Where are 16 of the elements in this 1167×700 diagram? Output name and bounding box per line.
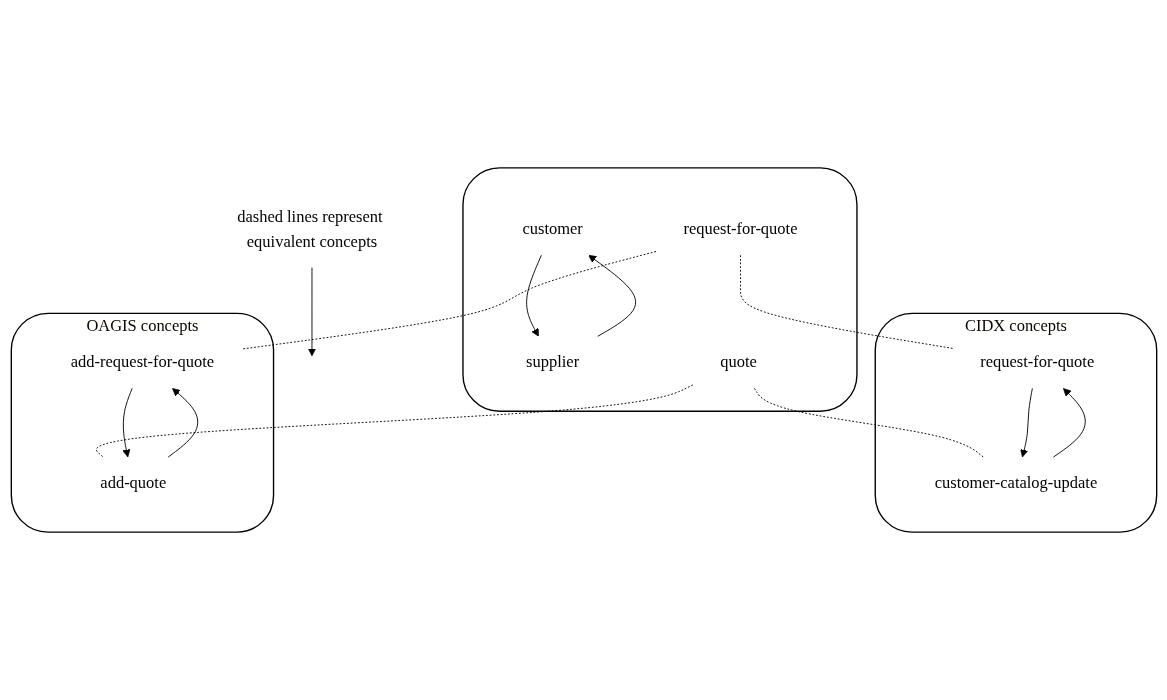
node-text: customer-catalog-update [934,473,1097,492]
node-text: add-quote [99,473,166,492]
cluster [10,312,274,533]
node-text: request-for-quote [682,219,797,238]
node-text: supplier [525,352,579,372]
node-text: dashed lines represent equivalent concepts [236,207,383,251]
node-text: customer [521,219,583,238]
node-text: request-for-quote [979,352,1094,372]
connector [739,254,953,349]
node-label: CIDX concepts [964,316,1067,335]
cluster [461,167,858,412]
node-text: quote [719,352,757,372]
connector [753,387,984,458]
cluster [874,312,1157,533]
node-label: OAGIS concepts [85,316,198,335]
node-text: add-request-for-quote [70,352,214,372]
